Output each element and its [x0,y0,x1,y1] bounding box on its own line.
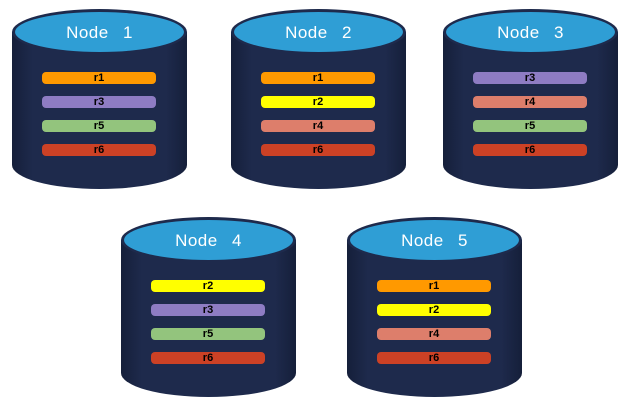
replica-label: r5 [93,119,105,132]
replica-label: r6 [93,143,105,156]
node-title: Node 5 [401,230,468,250]
replica-bar-r6: r6 [377,352,491,364]
replica-list: r3 r4 r5 r6 [473,72,587,156]
replica-bar-r4: r4 [473,96,587,108]
db-node-4: Node 4 r2 r3 r5 r6 [121,217,296,397]
replica-list: r1 r3 r5 r6 [42,72,156,156]
node-title: Node 1 [66,22,133,42]
database-cylinder-body [443,32,618,189]
database-cylinder-top: Node 4 [121,217,296,263]
replica-label: r4 [312,119,324,132]
replica-label: r3 [524,71,536,84]
replica-bar-r3: r3 [151,304,265,316]
replica-bar-r2: r2 [377,304,491,316]
replica-bar-r6: r6 [151,352,265,364]
replica-label: r1 [93,71,105,84]
replica-label: r3 [202,303,214,316]
database-cylinder-top: Node 1 [12,9,187,55]
replica-bar-r4: r4 [261,120,375,132]
replica-label: r3 [93,95,105,108]
replica-bar-r6: r6 [42,144,156,156]
node-title: Node 3 [497,22,564,42]
database-cylinder-body [347,240,522,397]
replica-bar-r1: r1 [261,72,375,84]
replica-bar-r1: r1 [377,280,491,292]
replica-list: r1 r2 r4 r6 [377,280,491,364]
replica-label: r6 [312,143,324,156]
replica-bar-r1: r1 [42,72,156,84]
database-cylinder-top: Node 3 [443,9,618,55]
replica-bar-r6: r6 [473,144,587,156]
replica-bar-r5: r5 [42,120,156,132]
db-node-1: Node 1 r1 r3 r5 r6 [12,9,187,189]
replica-bar-r4: r4 [377,328,491,340]
replica-label: r1 [312,71,324,84]
replica-bar-r2: r2 [151,280,265,292]
db-node-2: Node 2 r1 r2 r4 r6 [231,9,406,189]
replica-label: r5 [202,327,214,340]
replica-label: r5 [524,119,536,132]
replica-list: r1 r2 r4 r6 [261,72,375,156]
replica-label: r2 [312,95,324,108]
replica-bar-r5: r5 [473,120,587,132]
db-node-5: Node 5 r1 r2 r4 r6 [347,217,522,397]
database-cylinder-top: Node 5 [347,217,522,263]
replica-label: r4 [524,95,536,108]
replica-label: r2 [428,303,440,316]
database-cylinder-top: Node 2 [231,9,406,55]
replica-label: r6 [202,351,214,364]
node-title: Node 2 [285,22,352,42]
replica-label: r2 [202,279,214,292]
replica-bar-r3: r3 [473,72,587,84]
database-cylinder-body [231,32,406,189]
replica-label: r1 [428,279,440,292]
replica-label: r6 [524,143,536,156]
database-cylinder-body [12,32,187,189]
replica-bar-r2: r2 [261,96,375,108]
replica-bar-r6: r6 [261,144,375,156]
replica-list: r2 r3 r5 r6 [151,280,265,364]
db-node-3: Node 3 r3 r4 r5 r6 [443,9,618,189]
replica-label: r6 [428,351,440,364]
database-cylinder-body [121,240,296,397]
replica-bar-r5: r5 [151,328,265,340]
replica-bar-r3: r3 [42,96,156,108]
replica-label: r4 [428,327,440,340]
node-title: Node 4 [175,230,242,250]
